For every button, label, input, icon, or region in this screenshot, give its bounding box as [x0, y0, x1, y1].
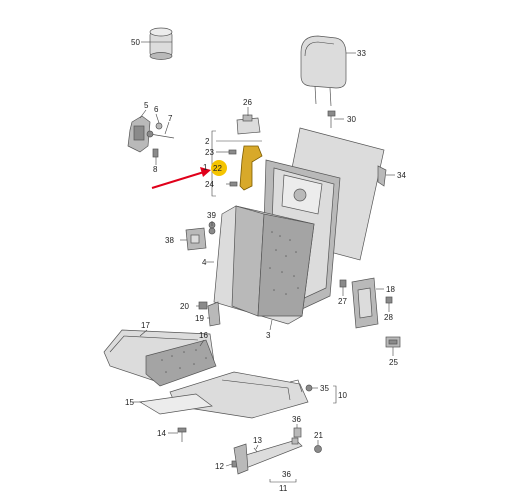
callout-11: 11	[279, 484, 288, 493]
group-bracket-10	[333, 385, 337, 404]
callout-4: 4	[202, 258, 207, 267]
callout-5: 5	[144, 101, 149, 110]
part-16-seat-foam	[145, 339, 217, 387]
part-20-clip	[198, 301, 208, 310]
part-38-bracket	[185, 227, 207, 251]
part-14-bolt	[177, 427, 187, 442]
part-19-cover	[207, 301, 221, 327]
callout-34: 34	[397, 171, 406, 180]
callout-22: 22	[213, 164, 222, 173]
part-21-nut	[314, 445, 322, 453]
callout-8: 8	[153, 165, 158, 174]
callout-39: 39	[207, 211, 216, 220]
part-35-washer	[305, 384, 313, 392]
callout-10: 10	[338, 391, 347, 400]
callout-28: 28	[384, 313, 393, 322]
part-18-side-panel	[351, 277, 379, 329]
leader-lines	[133, 41, 395, 467]
part-5-bracket	[127, 115, 151, 153]
callout-labels: 50 33 5 6 7 8 26 30 2 23 1 22 24 34 39 3…	[125, 38, 406, 493]
callout-21: 21	[314, 431, 323, 440]
indicator-arrow	[151, 167, 211, 189]
callout-26: 26	[243, 98, 252, 107]
part-8-screw	[152, 148, 159, 158]
callout-2: 2	[205, 137, 210, 146]
part-26-clip	[236, 114, 261, 135]
part-6-nut	[155, 122, 163, 130]
part-23-screw	[228, 149, 237, 155]
group-bracket-11	[269, 479, 297, 483]
part-11-rail	[233, 439, 303, 475]
part-30-screw	[327, 110, 336, 128]
callout-12: 12	[215, 462, 224, 471]
part-36-bush-upper	[293, 427, 302, 438]
part-4-backrest-cushion	[213, 205, 315, 325]
callout-14: 14	[157, 429, 166, 438]
callout-17: 17	[141, 321, 150, 330]
callout-25: 25	[389, 358, 398, 367]
callout-13: 13	[253, 436, 262, 445]
callout-18: 18	[386, 285, 395, 294]
callout-30: 30	[347, 115, 356, 124]
callout-16: 16	[199, 331, 208, 340]
part-25-connector	[385, 336, 401, 348]
part-22-release-lever	[239, 145, 263, 191]
part-50-canister	[149, 27, 173, 60]
callout-6: 6	[154, 105, 159, 114]
part-36-bush-lower	[291, 437, 299, 445]
callout-24: 24	[205, 180, 214, 189]
part-33-headrest	[300, 35, 347, 107]
callout-20: 20	[180, 302, 189, 311]
part-24-screw	[229, 181, 238, 187]
callout-38: 38	[165, 236, 174, 245]
part-7-bolt	[146, 130, 175, 139]
part-28-screw	[385, 296, 393, 304]
callout-1: 1	[203, 163, 208, 172]
callout-50: 50	[131, 38, 140, 47]
callout-23: 23	[205, 148, 214, 157]
highlight-marker-22	[211, 160, 227, 176]
callout-19: 19	[195, 314, 204, 323]
callout-27: 27	[338, 297, 347, 306]
callout-7: 7	[168, 114, 173, 123]
group-bracket-1	[211, 130, 216, 197]
callout-15: 15	[125, 398, 134, 407]
callout-35: 35	[320, 384, 329, 393]
part-27-clip	[339, 279, 347, 288]
callout-3: 3	[266, 331, 271, 340]
part-15-insert	[138, 393, 213, 415]
part-34-hook	[377, 165, 387, 187]
callout-36-lower: 36	[282, 470, 291, 479]
callout-36-upper: 36	[292, 415, 301, 424]
callout-33: 33	[357, 49, 366, 58]
